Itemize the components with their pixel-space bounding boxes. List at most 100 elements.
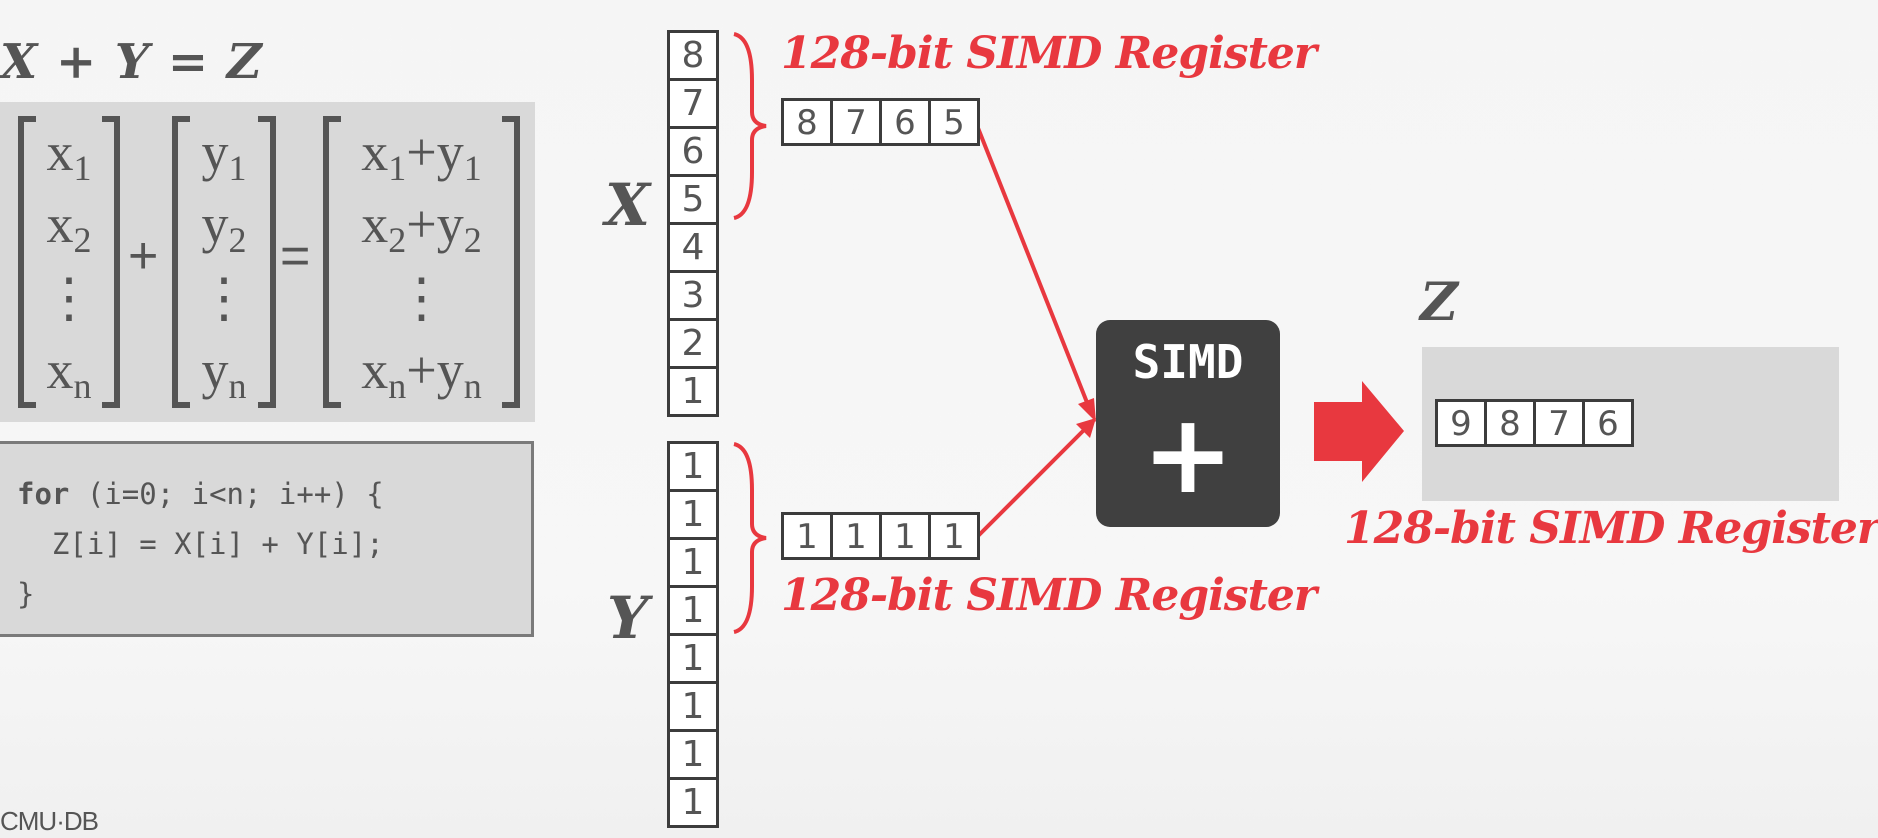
register-lane: 5 [943, 103, 965, 143]
entry-base: x [46, 340, 74, 400]
entry-base: ⋮ [42, 268, 96, 328]
y-brace-icon [733, 442, 767, 634]
vector-cell: 4 [670, 225, 716, 273]
entry-subscript-2: 2 [463, 220, 482, 260]
register-lane: 9 [1438, 402, 1487, 444]
for-keyword: for [17, 477, 70, 511]
entry-subscript-2: 1 [463, 148, 482, 188]
vector-cell: 5 [670, 177, 716, 225]
vector-cell: 1 [670, 540, 716, 588]
entry-subscript: 2 [228, 220, 247, 260]
vector-cell: 8 [670, 33, 716, 81]
vector-cell: 1 [670, 684, 716, 732]
result-arrow-icon [1314, 381, 1404, 482]
entry-base: x [361, 194, 389, 254]
matrix-entry: x1 [18, 122, 120, 186]
code-line-1: for (i=0; i<n; i++) { [17, 474, 384, 514]
code-block: for (i=0; i<n; i++) { Z[i] = X[i] + Y[i]… [0, 441, 534, 637]
entry-base: y [201, 194, 229, 254]
matrix-entry: x2 [18, 194, 120, 258]
matrix-entry: xn+yn [323, 340, 520, 404]
register-lane: 8 [1487, 402, 1536, 444]
register-lane: 7 [1536, 402, 1585, 444]
entry-base: y [201, 340, 229, 400]
matrix-entry: ⋮ [18, 268, 120, 328]
x-arrowhead-icon [1078, 398, 1096, 422]
vector-cell: 2 [670, 321, 716, 369]
y-vector-label: Y [607, 584, 649, 652]
entry-base-2: +y [406, 194, 464, 254]
vector-cell: 3 [670, 273, 716, 321]
entry-subscript: 1 [73, 148, 92, 188]
matrix-entry: xn [18, 340, 120, 404]
vector-cell: 1 [681, 782, 705, 823]
register-lane: 1 [943, 517, 965, 557]
code-line-3: } [17, 577, 35, 611]
y-to-simd-arrow [976, 426, 1088, 538]
code-line-2: Z[i] = X[i] + Y[i]; [17, 527, 384, 561]
vector-cell: 7 [670, 81, 716, 129]
plus-icon: + [1141, 390, 1235, 518]
matrix-entry: ⋮ [323, 268, 520, 328]
equals-operator: = [280, 227, 311, 285]
entry-base-2: +y [406, 122, 464, 182]
vector-cell: 1 [670, 636, 716, 684]
register-lane: 1 [882, 515, 931, 557]
entry-base-2: +y [406, 340, 464, 400]
matrix-entry: x2+y2 [323, 194, 520, 258]
entry-base: x [361, 122, 389, 182]
vector-cell: 1 [670, 588, 716, 636]
register-lane: 6 [882, 101, 931, 143]
simd-unit: SIMD + [1096, 320, 1280, 527]
cmu-db-logo: CMU·DB [0, 806, 99, 836]
register-lane: 8 [784, 101, 833, 143]
vector-cell: 1 [681, 371, 705, 412]
register-lane: 6 [1597, 404, 1619, 444]
entry-subscript: n [228, 366, 247, 406]
vector-cell: 6 [670, 129, 716, 177]
entry-subscript: 2 [388, 220, 407, 260]
entry-subscript: n [388, 366, 407, 406]
register-lane: 1 [784, 515, 833, 557]
z-label: Z [1420, 272, 1458, 333]
matrix-entry: x1+y1 [323, 122, 520, 186]
vector-cell: 1 [670, 732, 716, 780]
vector-cell: 1 [670, 444, 716, 492]
z-register-label: 128-bit SIMD Register [1344, 503, 1878, 554]
entry-base: ⋮ [197, 268, 251, 328]
vector-cell: 1 [670, 492, 716, 540]
plus-operator: + [128, 227, 159, 285]
entry-base: y [201, 122, 229, 182]
matrix-entry: ⋮ [172, 268, 276, 328]
simd-label: SIMD [1132, 335, 1244, 389]
code-line-1-rest: (i=0; i<n; i++) { [69, 477, 384, 511]
entry-base: x [361, 340, 389, 400]
entry-subscript: 1 [388, 148, 407, 188]
y-arrowhead-icon [1076, 418, 1096, 438]
matrix-entry: yn [172, 340, 276, 404]
x-vector-label: X [605, 171, 651, 239]
matrix-entry: y2 [172, 194, 276, 258]
x-brace-icon [733, 32, 767, 220]
register-lane: 7 [833, 101, 882, 143]
entry-subscript: 2 [73, 220, 92, 260]
entry-subscript: n [73, 366, 92, 406]
y-register-label: 128-bit SIMD Register [781, 570, 1317, 621]
equation-title: X + Y = Z [0, 34, 263, 90]
entry-base: x [46, 122, 74, 182]
matrix-entry: y1 [172, 122, 276, 186]
entry-base: ⋮ [394, 268, 449, 328]
entry-base: x [46, 194, 74, 254]
entry-subscript-2: n [463, 366, 482, 406]
register-lane: 1 [833, 515, 882, 557]
